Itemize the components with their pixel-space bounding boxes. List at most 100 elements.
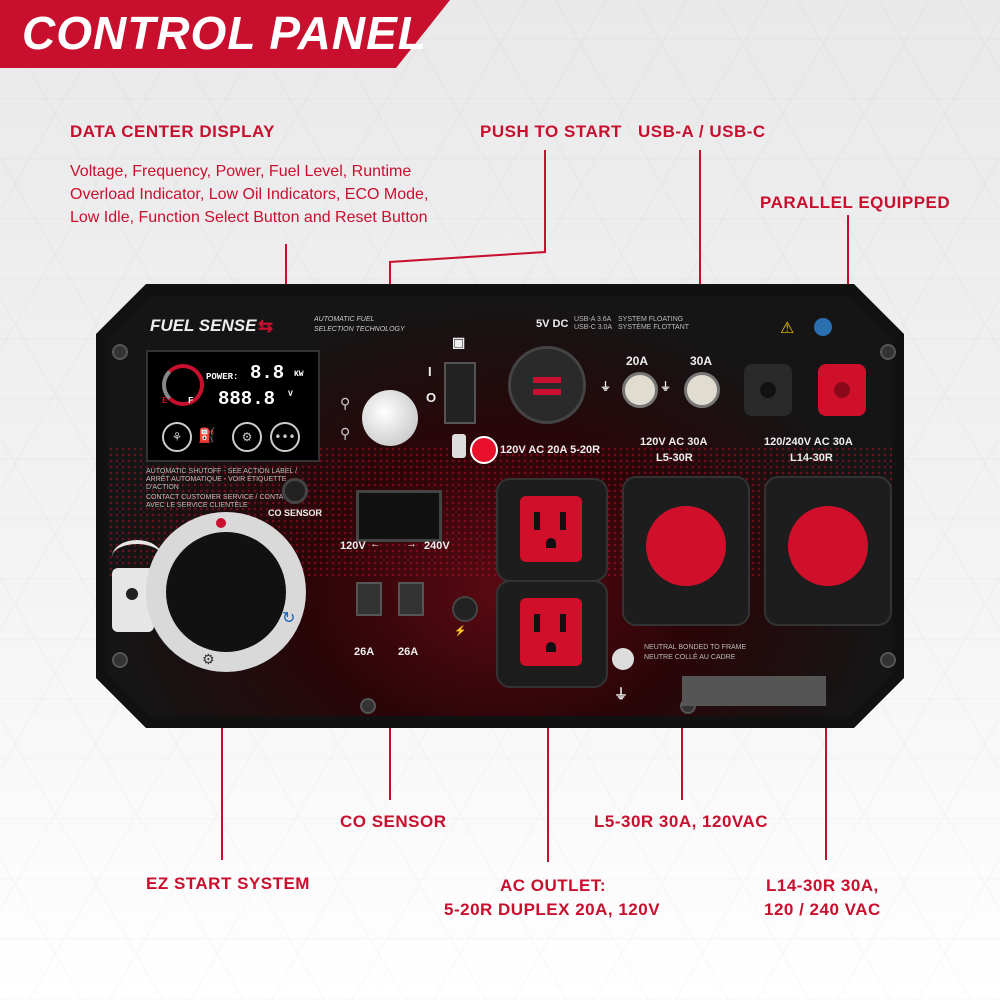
breaker-30a-label: 30A (690, 354, 713, 368)
outlet-l5-label-2: L5-30R (656, 452, 693, 464)
callout-usb: USB-A / USB-C (638, 122, 766, 141)
parallel-port-red[interactable] (818, 364, 866, 416)
floating-label-fr: SYSTÈME FLOTTANT (618, 324, 690, 331)
charge-icon: ⚡ (454, 626, 467, 637)
knob-run-indicator (216, 518, 226, 528)
knob-grip (166, 532, 286, 652)
neutral-label-fr: NEUTRE COLLÉ AU CADRE (644, 654, 736, 661)
battery-icon: ▣ (452, 334, 466, 350)
floating-label-en: SYSTEM FLOATING (618, 316, 684, 323)
ground-lug[interactable] (612, 648, 634, 670)
callout-l14-1: L14-30R 30A, (766, 876, 879, 895)
breaker-20a-button[interactable] (622, 372, 658, 408)
manual-icon (814, 318, 832, 336)
warning-line-3: D'ACTION (146, 484, 179, 491)
callout-l5-30r: L5-30R 30A, 120VAC (594, 812, 769, 831)
screw-icon (112, 652, 128, 668)
outlet-5-20r-top[interactable] (496, 478, 608, 582)
switch-on-label: I (428, 364, 432, 379)
start-icon: ⚲ (340, 396, 351, 412)
screw-icon (880, 344, 896, 360)
callout-data-center-display: DATA CENTER DISPLAY (70, 122, 276, 141)
warning-line-4: CONTACT CUSTOMER SERVICE / CONTACT (146, 494, 293, 501)
outlet-l14-label-2: L14-30R (790, 452, 833, 464)
push-to-start-button[interactable] (362, 390, 418, 446)
brand-name: FUEL SENSE (150, 316, 257, 335)
fuel-e-label: E (162, 396, 168, 406)
voltage-value: 888.8 (218, 388, 276, 410)
power-value: 8.8 (250, 362, 285, 384)
switch-off-label: O (426, 390, 437, 405)
usb-c-rating: USB-C 3.0A (574, 324, 613, 331)
wireless-signal-icon (112, 540, 162, 574)
breaker-26a-label-1: 26A (354, 646, 375, 658)
title-banner (0, 0, 450, 68)
callout-push-to-start: PUSH TO START (480, 122, 622, 141)
callout-parallel: PARALLEL EQUIPPED (760, 193, 951, 212)
fuel-arrows-icon: ⇆ (258, 316, 274, 336)
co-sensor (282, 478, 308, 504)
reset-button[interactable]: ••• (270, 422, 300, 452)
oil-can-icon: ⛽ (198, 428, 216, 444)
warning-triangle-icon: ⚠ (780, 318, 795, 337)
brand-tag-1: AUTOMATIC FUEL (314, 316, 375, 323)
outlet-l5-30r[interactable] (622, 476, 750, 626)
breaker-26a-2[interactable] (398, 582, 424, 616)
outlet-l14-label-1: 120/240V AC 30A (764, 436, 853, 448)
function-select-button[interactable]: ⚙ (232, 422, 262, 452)
stop-icon: ⚲ (340, 426, 351, 442)
breaker-30a-button[interactable] (684, 372, 720, 408)
breaker-26a-label-2: 26A (398, 646, 419, 658)
callout-l14-2: 120 / 240 VAC (764, 900, 881, 919)
fuel-f-label: F (188, 396, 194, 406)
breaker-icon: ⏚ (660, 381, 671, 393)
page-title: CONTROL PANEL (22, 7, 427, 59)
neutral-label-en: NEUTRAL BONDED TO FRAME (644, 644, 747, 651)
desc-line-2: Overload Indicator, Low Oil Indicators, … (70, 186, 429, 203)
ez-start-knob[interactable]: ↻ ⚙ (146, 512, 306, 672)
power-label: POWER: (206, 372, 239, 382)
remote-icon (452, 434, 466, 458)
usb-port-cover[interactable] (508, 346, 586, 424)
outlet-5-20r-bottom[interactable] (496, 580, 608, 688)
outlet-l14-30r[interactable] (764, 476, 892, 626)
desc-line-1: Voltage, Frequency, Power, Fuel Level, R… (70, 163, 412, 180)
engine-icon: ⚙ (202, 652, 215, 668)
arrow-right-icon: → (406, 538, 417, 550)
warning-line-5: AVEC LE SERVICE CLIENTÈLE (146, 502, 248, 509)
voltage-unit: V (288, 390, 293, 399)
callout-ac-outlet-1: AC OUTLET: (500, 876, 607, 895)
desc-line-3: Low Idle, Function Select Button and Res… (70, 209, 428, 226)
callout-ac-outlet-2: 5-20R DUPLEX 20A, 120V (444, 900, 661, 919)
outlet-l5-label-1: 120V AC 30A (640, 436, 708, 448)
rating-plate (682, 676, 826, 706)
breaker-26a-1[interactable] (356, 582, 382, 616)
callout-ez-start: EZ START SYSTEM (146, 874, 310, 893)
volt-240-label: 240V (424, 540, 450, 552)
breaker-20a-label: 20A (626, 354, 649, 368)
co-sensor-label: CO SENSOR (268, 508, 323, 518)
data-center-description: Voltage, Frequency, Power, Fuel Level, R… (70, 160, 490, 229)
usb-a-rating: USB-A 3.6A (574, 316, 612, 323)
brand-tag-2: SELECTION TECHNOLOGY (314, 326, 405, 333)
data-center-display: E F POWER: 8.8 KW 888.8 V ⚘ ⚙ ••• ⛽ (146, 350, 320, 462)
eco-mode-button[interactable]: ⚘ (162, 422, 192, 452)
volt-120-label: 120V (340, 540, 366, 552)
ground-icon: ⏚ (614, 686, 628, 702)
arrow-left-icon: ← (370, 538, 381, 550)
dc-charge-port[interactable] (452, 596, 478, 622)
warning-line-1: AUTOMATIC SHUTOFF - SEE ACTION LABEL / (146, 468, 298, 475)
screw-icon (112, 344, 128, 360)
warning-line-2: ARRÊT AUTOMATIQUE - VOIR ÉTIQUETTE (146, 476, 287, 483)
voltage-selector-switch[interactable] (356, 490, 442, 542)
parallel-port-black[interactable] (744, 364, 792, 416)
callout-co-sensor: CO SENSOR (340, 812, 447, 831)
twist-lock-face (640, 500, 732, 592)
twist-lock-face (782, 500, 874, 592)
power-unit: KW (294, 370, 304, 379)
fuel-gauge-icon (162, 364, 204, 406)
screw-icon (880, 652, 896, 668)
battery-switch[interactable] (444, 362, 476, 424)
status-light (470, 436, 498, 464)
outlet-20a-label: 120V AC 20A 5-20R (500, 444, 601, 456)
